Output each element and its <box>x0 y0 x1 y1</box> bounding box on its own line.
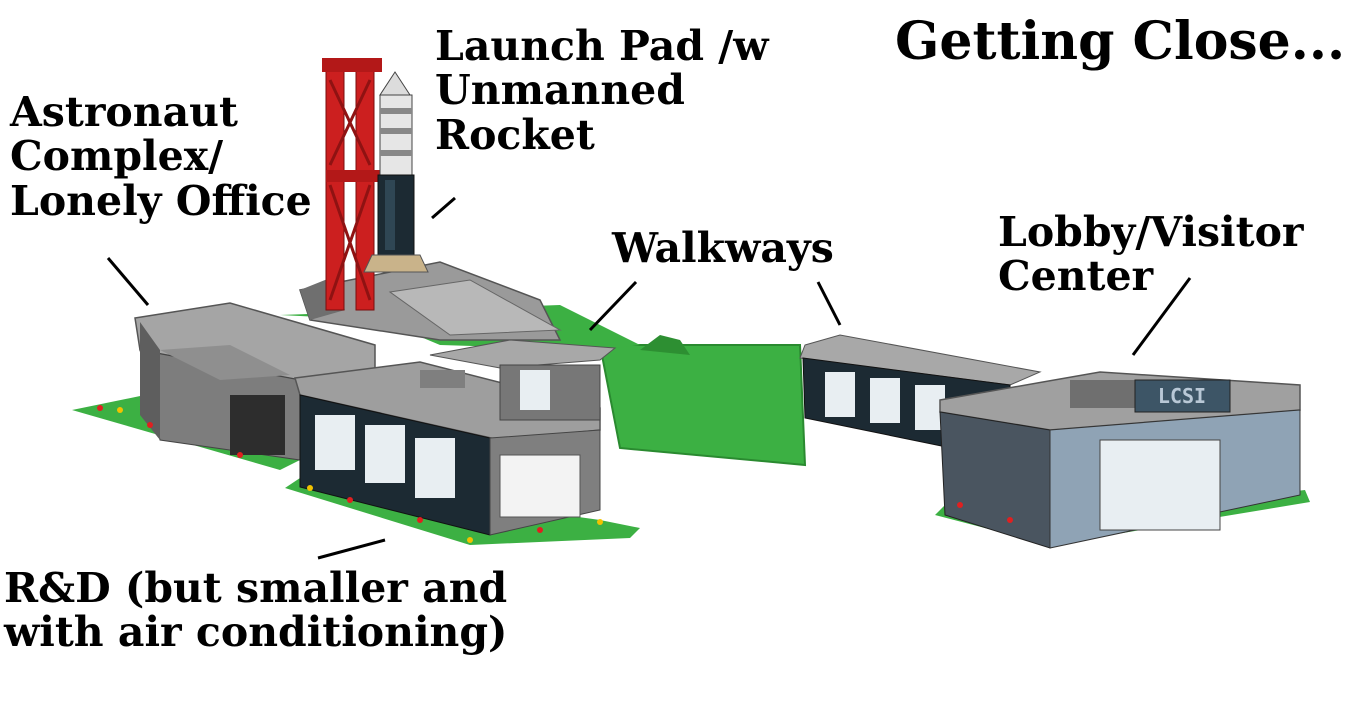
flowers <box>97 405 1013 543</box>
label-walkways: Walkways <box>612 224 834 272</box>
leader-lines <box>106 196 1192 560</box>
lobby-visitor-center <box>935 371 1310 549</box>
page-title: Getting Close... <box>895 11 1346 72</box>
label-lobby-visitor-center: Lobby/Visitor Center <box>998 208 1304 301</box>
leader-launchpad <box>431 196 456 220</box>
walkway-left <box>429 339 617 421</box>
mound <box>640 335 690 355</box>
unmanned-rocket <box>363 71 429 273</box>
label-rd: R&D (but smaller and with air conditioni… <box>4 564 508 657</box>
leader-walkway-left <box>588 280 638 332</box>
rd-building <box>285 361 640 545</box>
lobby-sign: LCSI <box>1158 384 1206 408</box>
red-gantry-tower <box>322 58 382 311</box>
label-astronaut-complex: Astronaut Complex/ Lonely Office <box>10 88 312 225</box>
leader-walkway-right <box>816 281 842 326</box>
leader-lobby <box>1131 277 1192 356</box>
astronaut-complex-building <box>72 302 376 470</box>
center-grass-plate <box>598 344 807 467</box>
label-launch-pad: Launch Pad /w Unmanned Rocket <box>435 22 769 159</box>
leader-rd <box>317 538 386 560</box>
leader-astronaut <box>106 257 150 306</box>
